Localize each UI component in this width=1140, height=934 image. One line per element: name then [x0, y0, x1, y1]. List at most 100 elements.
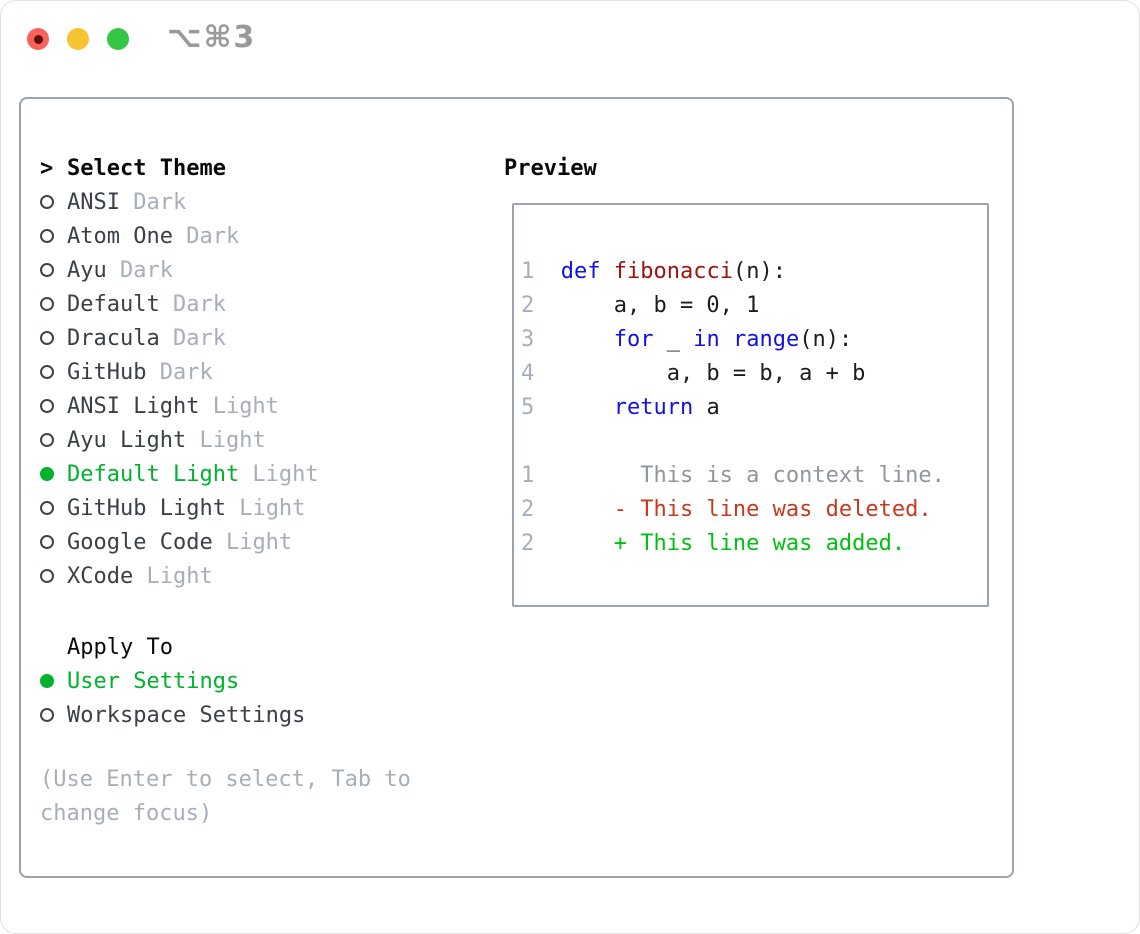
window-title: ⌥⌘3: [167, 20, 257, 55]
theme-option[interactable]: Dracula Dark: [40, 321, 319, 355]
option-label: User Settings: [67, 668, 240, 694]
code-token: This is a context line.: [534, 463, 945, 488]
radio-unselected-icon: [40, 263, 54, 277]
apply-to-option[interactable]: User Settings: [40, 664, 305, 698]
radio-unselected-icon: [40, 399, 54, 413]
theme-option[interactable]: Ayu Dark: [40, 253, 319, 287]
radio-unselected-icon: [40, 569, 54, 583]
preview-title: Preview: [504, 155, 597, 181]
radio-unselected-icon: [40, 229, 54, 243]
code-token: in: [693, 327, 720, 352]
radio-unselected-icon: [40, 297, 54, 311]
theme-option[interactable]: Google Code Light: [40, 525, 319, 559]
theme-option[interactable]: ANSI Light Light: [40, 389, 319, 423]
line-number: 1: [521, 259, 535, 284]
code-line: 2 - This line was deleted.: [521, 493, 987, 527]
code-token: fibonacci: [613, 259, 733, 284]
code-line: [521, 561, 987, 595]
code-line: 5 return a: [521, 391, 987, 425]
code-token: (n):: [732, 259, 786, 284]
line-number: 3: [521, 327, 535, 352]
code-token: [601, 259, 614, 284]
theme-option[interactable]: Ayu Light Light: [40, 423, 319, 457]
theme-option[interactable]: Default Dark: [40, 287, 319, 321]
line-number: 1: [521, 463, 535, 488]
select-theme-label: Select Theme: [67, 155, 226, 181]
line-number: 4: [521, 361, 535, 386]
code-line: 1 This is a context line.: [521, 459, 987, 493]
code-token: range: [732, 327, 800, 352]
close-dot-icon: [33, 34, 43, 44]
code-token: return: [613, 395, 694, 420]
code-token: [720, 327, 733, 352]
code-line: 2 + This line was added.: [521, 527, 987, 561]
hint-text: (Use Enter to select, Tab to change focu…: [40, 767, 411, 826]
code-token: a, b = 0, 1: [534, 293, 760, 318]
line-number: 5: [521, 395, 535, 420]
radio-unselected-icon: [40, 195, 54, 209]
option-label: Default Dark: [67, 291, 226, 317]
theme-option[interactable]: ANSI Dark: [40, 185, 319, 219]
code-token: def: [560, 259, 601, 284]
line-number: 2: [521, 293, 535, 318]
option-label: GitHub Dark: [67, 359, 213, 385]
code-token: _: [653, 327, 694, 352]
window-controls: [27, 28, 129, 50]
radio-unselected-icon: [40, 433, 54, 447]
option-label: Ayu Light Light: [67, 427, 266, 453]
code-token: for: [613, 327, 654, 352]
option-label: Ayu Dark: [67, 257, 173, 283]
option-label: ANSI Dark: [67, 189, 187, 215]
code-line: 2 a, b = 0, 1: [521, 289, 987, 323]
option-label: GitHub Light Light: [67, 495, 306, 521]
code-line: 1 def fibonacci(n):: [521, 255, 987, 289]
code-token: (n):: [799, 327, 853, 352]
theme-option[interactable]: Atom One Dark: [40, 219, 319, 253]
option-label: Google Code Light: [67, 529, 293, 555]
option-label: Atom One Dark: [67, 223, 240, 249]
apply-to-label: Apply To: [67, 634, 173, 660]
option-label: ANSI Light Light: [67, 393, 279, 419]
cursor-prompt-icon: >: [40, 155, 54, 181]
code-token: [534, 395, 613, 420]
option-label: Workspace Settings: [67, 702, 306, 728]
radio-selected-icon: [40, 674, 54, 688]
code-token: a: [693, 395, 720, 420]
code-line: 4 a, b = b, a + b: [521, 357, 987, 391]
minimize-button[interactable]: [67, 28, 89, 50]
theme-option[interactable]: XCode Light: [40, 559, 319, 593]
option-label: XCode Light: [67, 563, 213, 589]
theme-option[interactable]: Default Light Light: [40, 457, 319, 491]
radio-selected-icon: [40, 467, 54, 481]
code-line: [521, 221, 987, 255]
radio-unselected-icon: [40, 501, 54, 515]
option-label: Default Light Light: [67, 461, 319, 487]
line-number: 2: [521, 497, 535, 522]
apply-to-option[interactable]: Workspace Settings: [40, 698, 305, 732]
code-token: - This line was deleted.: [534, 497, 932, 522]
theme-option[interactable]: GitHub Light Light: [40, 491, 319, 525]
code-line: [521, 425, 987, 459]
code-token: [534, 327, 613, 352]
radio-unselected-icon: [40, 365, 54, 379]
code-token: [534, 259, 561, 284]
zoom-button[interactable]: [107, 28, 129, 50]
option-label: Dracula Dark: [67, 325, 226, 351]
select-theme-header: > Select Theme: [40, 151, 319, 185]
line-number: 2: [521, 531, 535, 556]
close-button[interactable]: [27, 28, 49, 50]
theme-option[interactable]: GitHub Dark: [40, 355, 319, 389]
code-token: + This line was added.: [534, 531, 906, 556]
apply-to-header: Apply To: [40, 630, 305, 664]
code-line: 3 for _ in range(n):: [521, 323, 987, 357]
code-token: a, b = b, a + b: [534, 361, 866, 386]
radio-unselected-icon: [40, 331, 54, 345]
radio-unselected-icon: [40, 708, 54, 722]
